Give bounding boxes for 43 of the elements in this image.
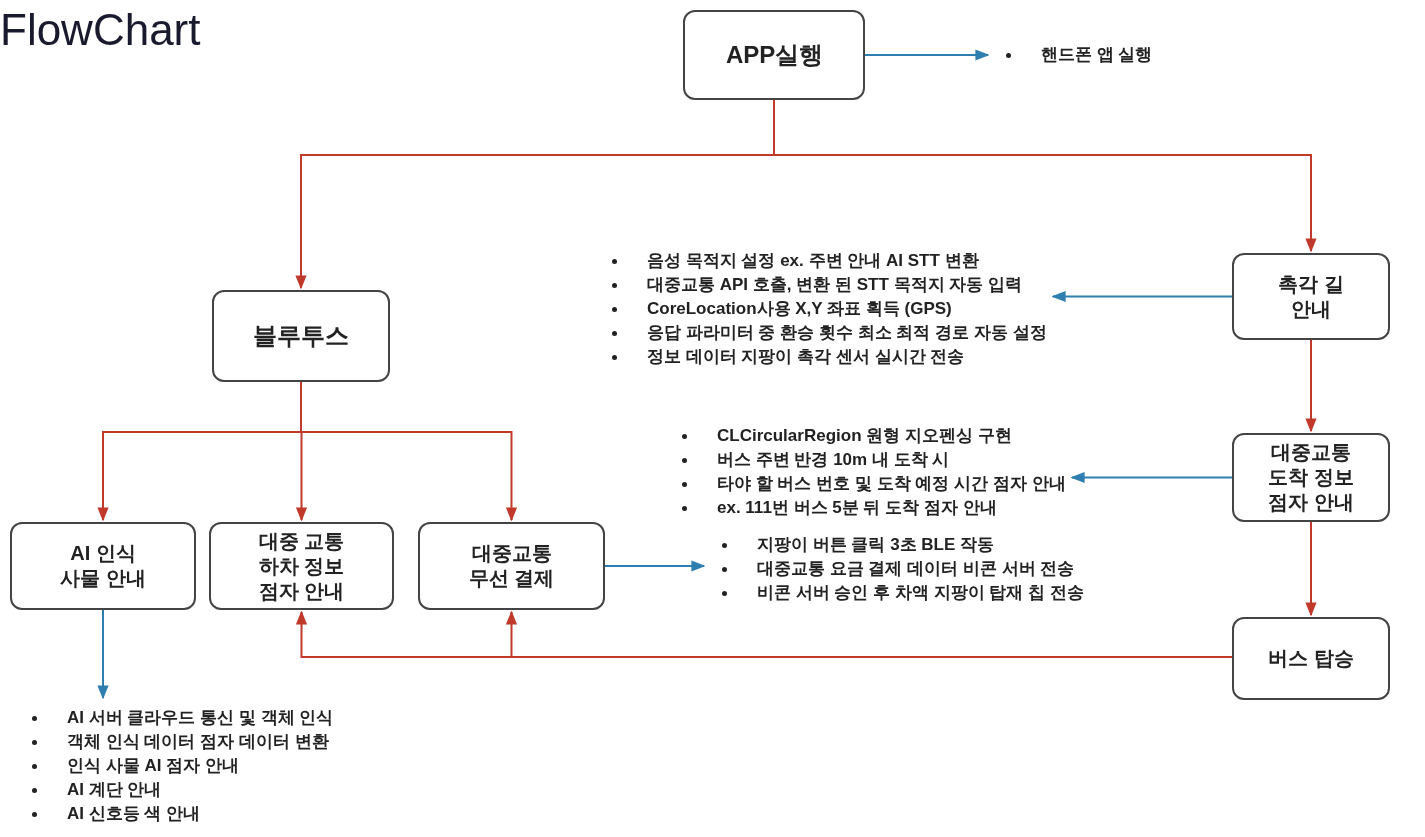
box-label: 대중 교통 하차 정보 점자 안내 xyxy=(257,528,346,604)
bullet-item: AI 계단 안내 xyxy=(67,779,162,801)
bullet-item: AI 서버 클라우드 통신 및 객체 인식 xyxy=(67,707,334,729)
arrow xyxy=(97,609,109,700)
box-label: 대중교통 도착 정보 점자 안내 xyxy=(1267,440,1355,515)
bullet-item: ex. 111번 버스 5분 뒤 도착 점자 안내 xyxy=(717,497,997,519)
box-label: AI 인식 사물 안내 xyxy=(59,541,147,591)
process-box xyxy=(418,522,605,610)
bullet-item: 버스 주변 반경 10m 내 도착 시 xyxy=(717,449,950,471)
process-box xyxy=(209,522,394,610)
bullet-item: 객체 인식 데이터 점자 데이터 변환 xyxy=(67,731,329,753)
bullet-item: 인식 사물 AI 점자 안내 xyxy=(67,755,239,777)
box-label: 촉각 길 안내 xyxy=(1277,271,1345,322)
process-box xyxy=(1232,433,1390,522)
arrow xyxy=(864,49,990,61)
bullet-item: 대중교통 요금 결제 데이터 비콘 서버 전송 xyxy=(757,558,1075,580)
box-label: 대중교통 무선 결제 xyxy=(467,541,556,591)
box-label: 버스 탑승 xyxy=(1267,646,1355,671)
box-label: 블루투스 xyxy=(253,321,349,351)
process-box xyxy=(1232,617,1390,700)
process-box xyxy=(1232,253,1390,340)
bullet-item: 응답 파라미터 중 환승 횟수 최소 최적 경로 자동 설정 xyxy=(647,322,1047,344)
bullet-item: 핸드폰 앱 실행 xyxy=(1041,44,1153,66)
bullet-item: CoreLocation사용 X,Y 좌표 획득 (GPS) xyxy=(647,298,952,320)
process-box xyxy=(10,522,196,610)
process-box xyxy=(212,290,390,382)
process-box xyxy=(683,10,865,100)
title: FlowChart xyxy=(0,4,201,56)
bullet-item: 타야 할 버스 번호 및 도착 예정 시간 점자 안내 xyxy=(717,473,1066,495)
arrow xyxy=(1305,339,1317,433)
arrow xyxy=(1305,521,1317,617)
bullet-item: 지팡이 버튼 클릭 3초 BLE 작동 xyxy=(757,534,995,556)
bullet-item: 음성 목적지 설정 ex. 주변 안내 AI STT 변환 xyxy=(647,250,979,272)
arrow xyxy=(1051,290,1233,303)
bullet-item: 비콘 서버 승인 후 차액 지팡이 탑재 칩 전송 xyxy=(757,582,1084,604)
bullet-item: 대중교통 API 호출, 변환 된 STT 목적지 자동 입력 xyxy=(647,274,1022,296)
box-label: APP실행 xyxy=(726,40,822,70)
arrow xyxy=(300,381,518,522)
bullet-item: CLCircularRegion 원형 지오펜싱 구현 xyxy=(717,425,1012,447)
arrow xyxy=(604,560,706,572)
bullet-item: 정보 데이터 지팡이 촉각 센서 실시간 전송 xyxy=(647,346,965,368)
bullet-item: AI 신호등 색 안내 xyxy=(67,803,201,825)
arrow xyxy=(1070,471,1233,484)
